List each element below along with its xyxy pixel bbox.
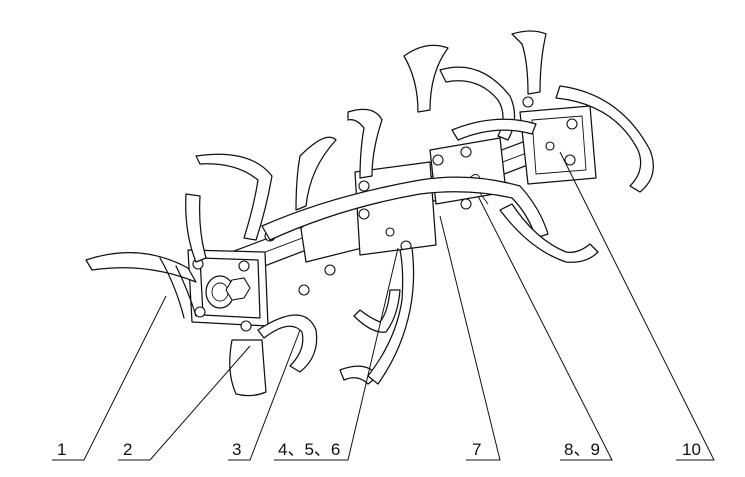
callout-10: 10	[682, 440, 701, 459]
callout-4-5-6: 4、5、6	[278, 440, 340, 459]
right-flange	[519, 96, 597, 185]
callout-2: 2	[123, 440, 132, 459]
left-flange	[187, 249, 269, 332]
callout-leaders	[52, 151, 715, 461]
callout-8-9: 8、9	[564, 440, 600, 459]
callout-1: 1	[57, 440, 66, 459]
callout-7: 7	[472, 440, 481, 459]
callout-3: 3	[232, 440, 241, 459]
callout-labels: 1 2 3 4、5、6 7 8、9 10	[57, 440, 701, 459]
blades	[85, 30, 654, 397]
